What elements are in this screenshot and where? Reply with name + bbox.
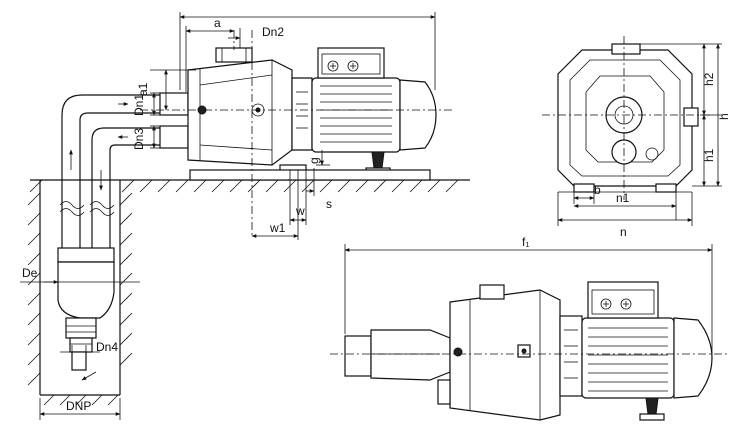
label-b: b <box>594 183 601 197</box>
label-n1: n1 <box>616 191 630 205</box>
label-dn2: Dn2 <box>262 25 284 39</box>
label-n: n <box>620 225 627 239</box>
label-g: g <box>307 157 321 164</box>
ground-section <box>27 179 470 406</box>
label-w: w <box>295 204 305 218</box>
label-s: s <box>326 197 332 211</box>
label-f1: f₁ <box>522 235 529 249</box>
suction-pipes <box>59 94 185 250</box>
label-dnp: DNP <box>66 399 91 413</box>
dimension-labels: a Dn2 a1 Dn1 Dn3 g s w w1 De Dn4 DNP h2 … <box>22 16 731 413</box>
end-dimensions <box>542 36 722 226</box>
side-dimensions <box>20 12 455 420</box>
label-dn1: Dn1 <box>132 94 146 116</box>
label-h1: h1 <box>702 148 716 162</box>
label-w1: w1 <box>269 221 286 235</box>
ejector-body <box>57 247 115 381</box>
label-h: h <box>717 113 731 120</box>
label-dn4: Dn4 <box>96 340 118 354</box>
label-de: De <box>22 266 38 280</box>
label-a1: a1 <box>136 82 150 96</box>
pump-bottom-view <box>330 244 730 421</box>
pump-end-view <box>557 43 699 193</box>
label-h2: h2 <box>702 72 716 86</box>
label-a: a <box>214 16 221 30</box>
pump-side-view <box>159 47 437 181</box>
label-dn3: Dn3 <box>132 128 146 150</box>
